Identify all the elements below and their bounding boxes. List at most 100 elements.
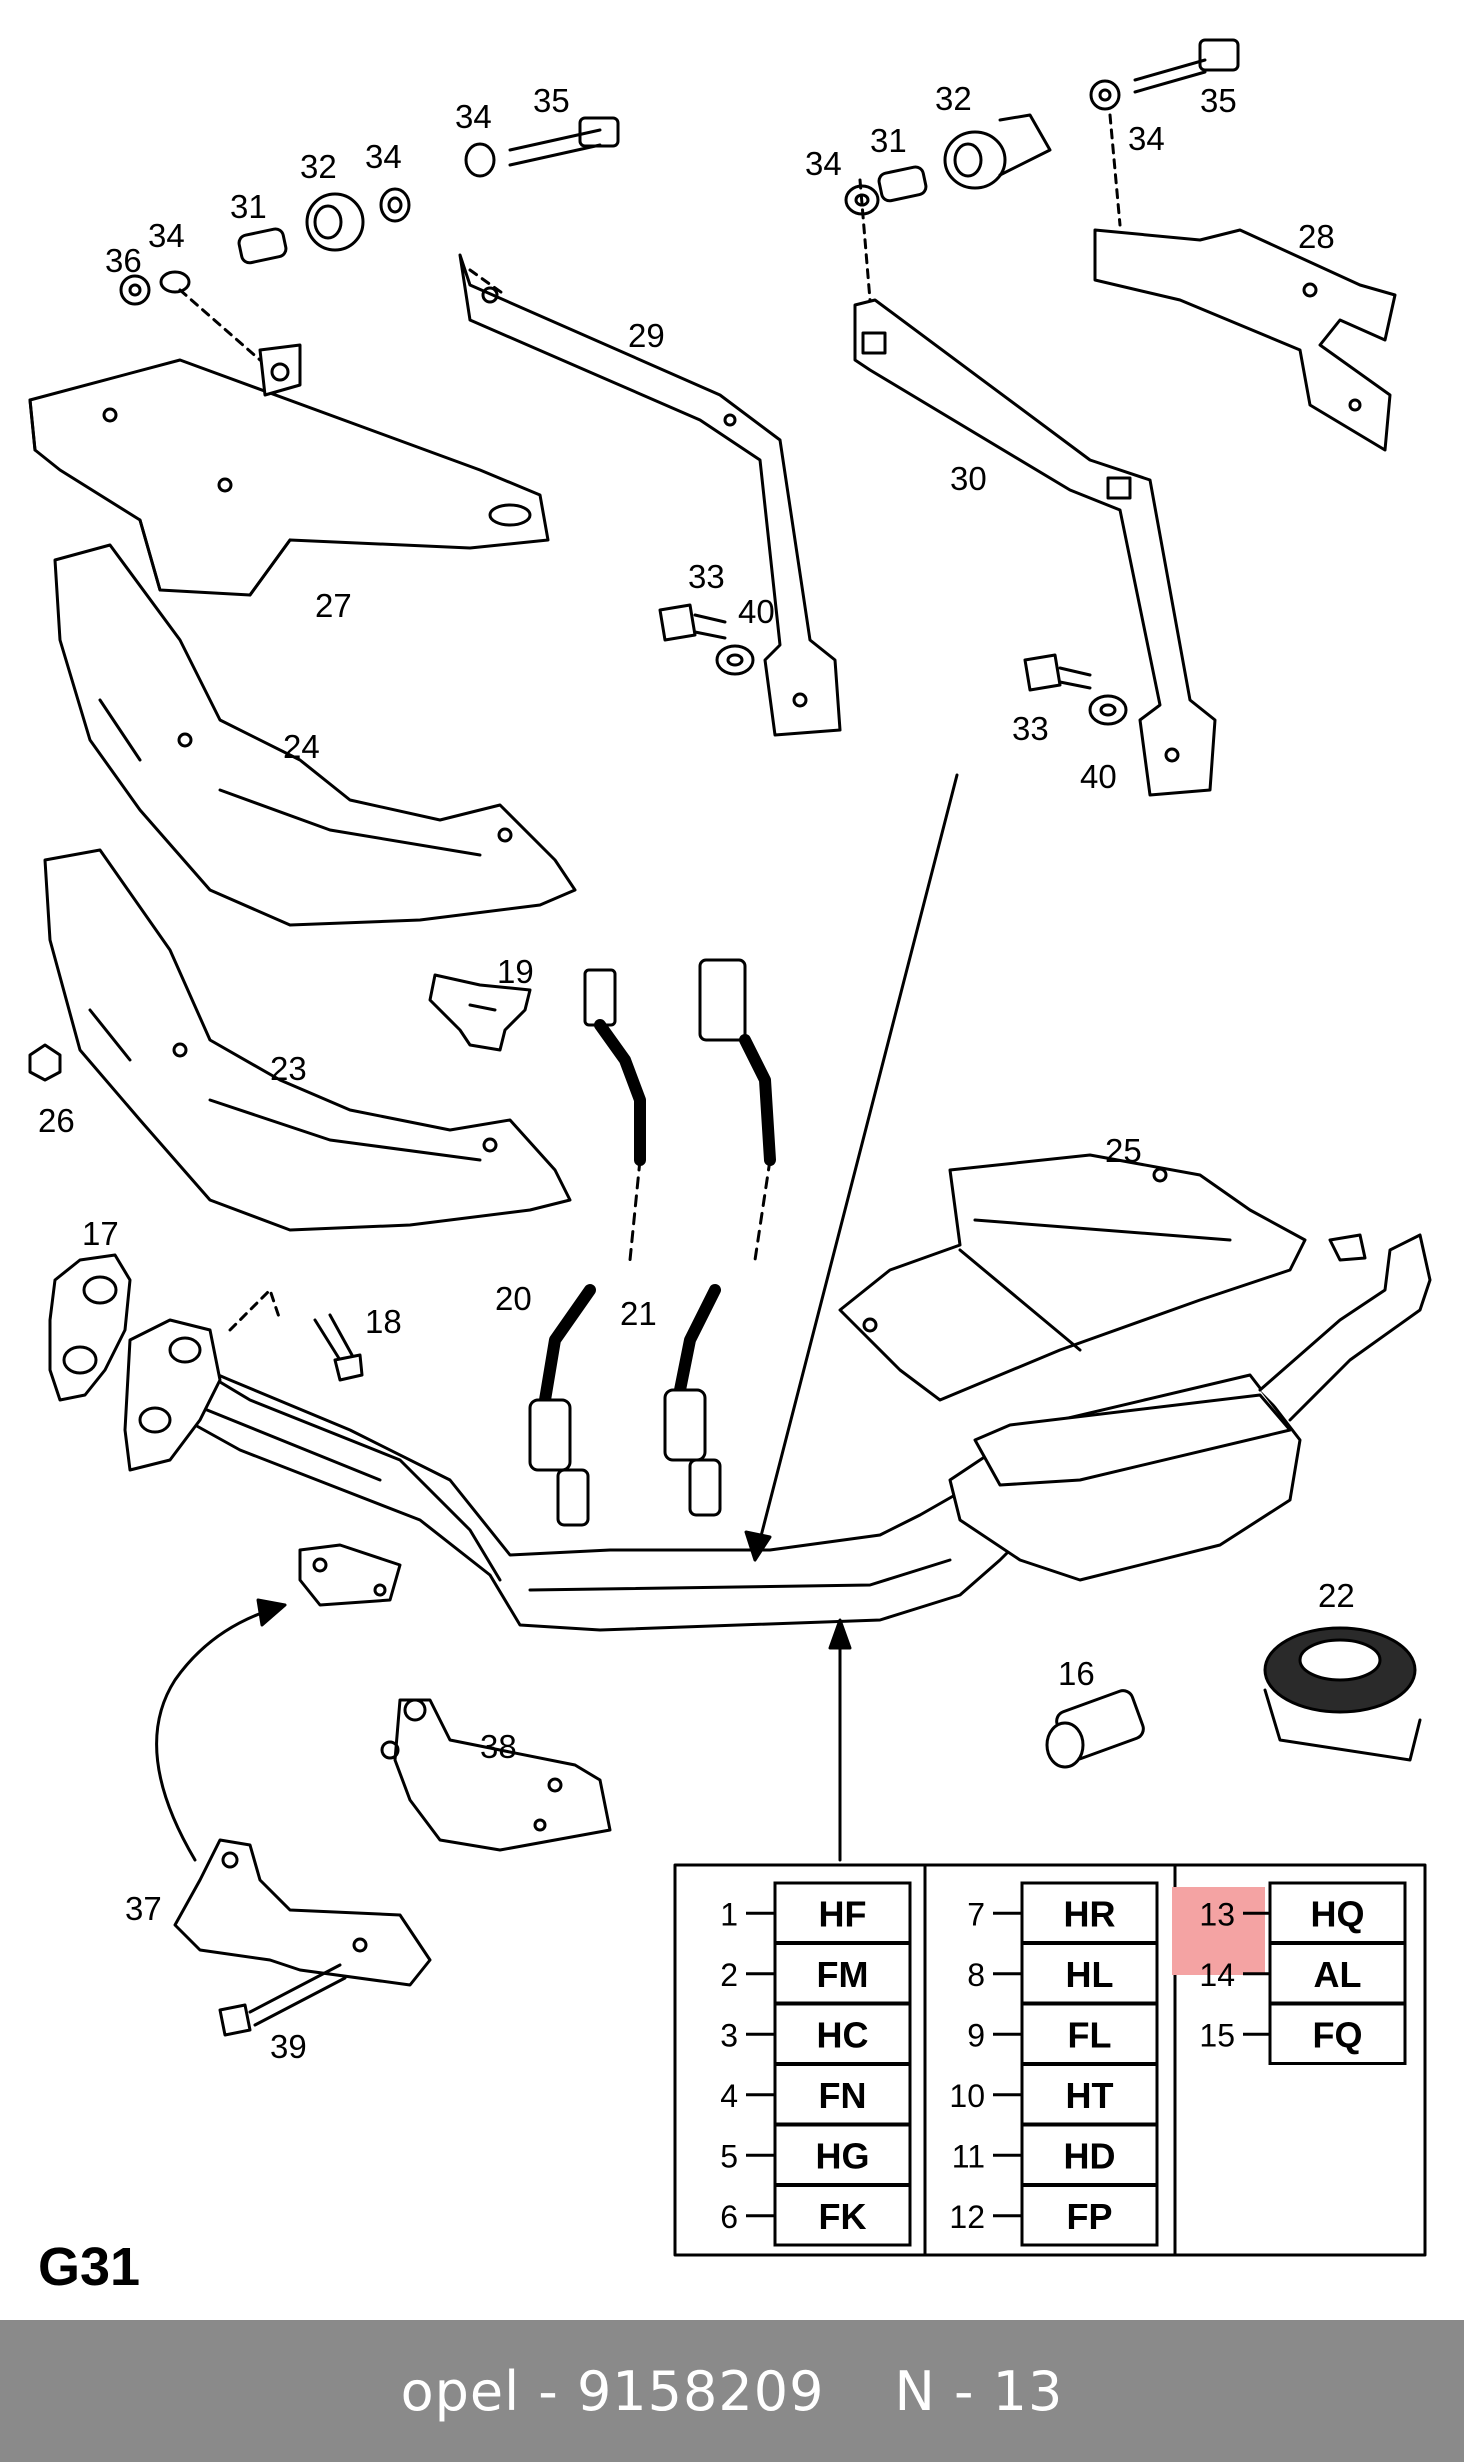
part-label-40: 40 [738,593,775,630]
variant-number: 9 [967,2017,985,2053]
part-label-24: 24 [283,728,320,765]
part-label-19: 19 [497,953,534,990]
variant-code: FK [819,2196,867,2237]
variant-number: 8 [967,1957,985,1993]
variant-code: FL [1068,2014,1112,2055]
part-label-25: 25 [1105,1132,1142,1169]
bracket-part-30 [853,178,1217,797]
variant-code: FP [1066,2196,1112,2237]
highlight-marker [1172,1887,1265,1975]
connector-part-16 [1045,1689,1145,1769]
part-label-29: 29 [628,317,665,354]
variant-code-box [1020,2123,1159,2186]
variant-number: 10 [949,2078,985,2114]
arrow-diagonal [758,773,959,1542]
part-label-22: 22 [1318,1577,1355,1614]
variant-code-box [1268,2002,1407,2065]
arrowhead-vertical [828,1618,852,1650]
variant-table-frame [673,1863,1427,2257]
part-label-36: 36 [105,242,142,279]
diagram-code: G31 [38,2237,140,2297]
variant-code: FN [819,2075,867,2116]
part-label-37: 37 [125,1890,162,1927]
part-label-27: 27 [315,587,352,624]
variant-table: HF1FM2HC3FN4HG5FK6HR7HL8FL9HT10HD11FP12H… [720,1881,1407,2247]
part-label-35: 35 [1200,82,1237,119]
part-label-34: 34 [805,145,842,182]
part-label-32: 32 [935,80,972,117]
variant-code: HF [819,1893,867,1934]
variant-number: 1 [720,1896,738,1932]
variant-code: HC [817,2014,869,2055]
footer-bar: opel - 9158209 N - 13 [0,2320,1464,2462]
part-label-17: 17 [82,1215,119,1252]
part-label-26: 26 [38,1102,75,1139]
part-label-34: 34 [455,98,492,135]
variant-number: 14 [1199,1957,1235,1993]
bracket-part-38 [380,1698,612,1852]
part-label-34: 34 [148,217,185,254]
bolt-washer-right [1023,653,1128,726]
variant-code: HL [1066,1954,1114,1995]
tape-roll-part-22 [1263,1626,1422,1762]
clip-part-19 [428,973,532,1052]
variant-code: HQ [1311,1893,1365,1934]
arrow-curved [155,1608,272,1862]
part-label-21: 21 [620,1295,657,1332]
variant-number: 15 [1199,2017,1235,2053]
variant-number: 7 [967,1896,985,1932]
variant-code: HD [1064,2135,1116,2176]
variant-code-box [773,2002,912,2065]
part-label-33: 33 [688,558,725,595]
bracket-part-27 [28,343,550,597]
gasket-part-17 [48,1253,132,1402]
part-label-32: 32 [300,148,337,185]
exhaust-parts-diagram: 3634313234343529273431323534283033403340… [28,38,1432,2297]
exhaust-pipe-assembly [123,1233,1432,1632]
variant-code: HT [1066,2075,1114,2116]
variant-number: 13 [1199,1896,1235,1932]
footer-ref-text: N - 13 [894,2359,1064,2423]
variant-number: 12 [949,2199,985,2235]
variant-number: 6 [720,2199,738,2235]
part-label-16: 16 [1058,1655,1095,1692]
part-label-20: 20 [495,1280,532,1317]
bolt-washer-left [658,603,755,676]
variant-code: FQ [1313,2014,1363,2055]
bracket-part-28 [1093,228,1397,452]
variant-code-box [1020,2063,1159,2126]
hardware-group-right [844,38,1240,227]
heat-shield-part-25 [838,1153,1307,1402]
part-label-23: 23 [270,1050,307,1087]
variant-code: HR [1064,1893,1116,1934]
oxygen-sensor-part-20 [528,968,646,1527]
part-label-18: 18 [365,1303,402,1340]
bracket-part-29 [458,116,842,737]
nut-part-26 [28,1043,62,1082]
variant-code-box [773,2123,912,2186]
bracket-part-37 [173,1838,432,1987]
oxygen-sensor-part-21 [663,958,776,1517]
part-label-30: 30 [950,460,987,497]
part-label-39: 39 [270,2028,307,2065]
part-label-34: 34 [1128,120,1165,157]
bolt-part-18 [313,1313,364,1382]
footer-part-text: opel - 9158209 [400,2359,825,2423]
arrowhead-diagonal [744,1530,772,1562]
arrowhead-curved [256,1598,287,1627]
part-label-38: 38 [480,1728,517,1765]
variant-code-box [773,2184,912,2247]
variant-number: 5 [720,2138,738,2174]
heat-shield-part-23 [43,848,572,1232]
part-label-40: 40 [1080,758,1117,795]
bolt-part-39 [218,1963,347,2037]
part-label-33: 33 [1012,710,1049,747]
heat-shield-part-24 [53,543,577,927]
variant-code: FM [817,1954,869,1995]
variant-number: 3 [720,2017,738,2053]
hardware-group-left [119,187,411,362]
variant-code: HG [816,2135,870,2176]
variant-number: 11 [952,2138,985,2174]
variant-number: 4 [720,2078,738,2114]
part-label-34: 34 [365,138,402,175]
